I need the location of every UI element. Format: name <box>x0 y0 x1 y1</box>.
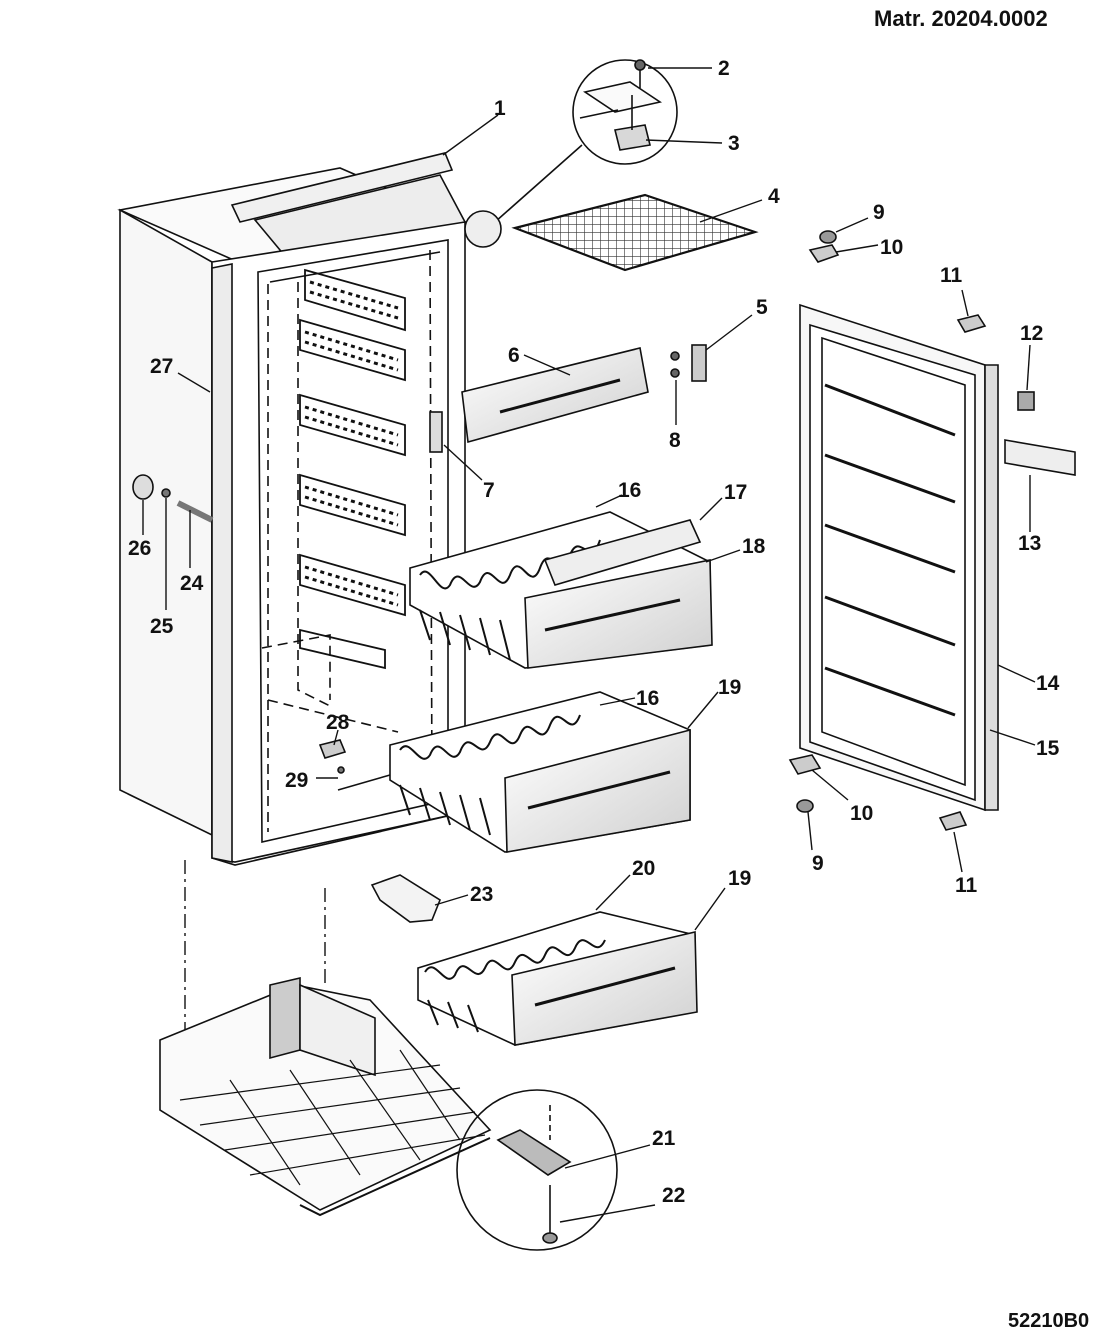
callout-10-bottom: 10 <box>850 802 874 825</box>
callout-9-top: 9 <box>873 201 885 224</box>
callout-11-bottom: 11 <box>955 874 978 897</box>
callout-16-upper: 16 <box>618 479 642 502</box>
callout-29: 29 <box>285 769 309 792</box>
callout-14: 14 <box>1036 672 1060 695</box>
callout-6: 6 <box>508 344 520 367</box>
ice-scraper <box>370 874 441 923</box>
callout-12: 12 <box>1020 322 1044 345</box>
callout-leaders <box>142 67 1036 1223</box>
callout-10-top: 10 <box>880 236 904 259</box>
callout-19-lower: 19 <box>728 867 752 890</box>
callout-24: 24 <box>180 572 204 595</box>
freezer-flap <box>461 347 649 444</box>
callout-9-bottom: 9 <box>812 852 824 875</box>
callout-26: 26 <box>128 537 152 560</box>
callout-8: 8 <box>669 429 681 452</box>
callout-28: 28 <box>326 711 350 734</box>
callout-15: 15 <box>1036 737 1060 760</box>
callout-5: 5 <box>756 296 768 319</box>
bottom-small-parts <box>318 739 347 774</box>
callout-7: 7 <box>483 479 495 502</box>
wire-shelf <box>511 193 759 272</box>
upper-basket <box>409 511 713 669</box>
callout-27: 27 <box>150 355 174 378</box>
foot-detail-circle <box>456 1089 618 1251</box>
callout-11-top: 11 <box>940 264 963 287</box>
callout-17: 17 <box>724 481 748 504</box>
callout-23: 23 <box>470 883 494 906</box>
callout-19-middle: 19 <box>718 676 742 699</box>
callout-4: 4 <box>768 185 780 208</box>
drawing-code: 52210B0 <box>1008 1310 1090 1332</box>
callout-13: 13 <box>1018 532 1042 555</box>
lower-basket <box>417 911 698 1046</box>
base-plinth <box>159 976 492 1217</box>
latch-parts <box>429 344 707 453</box>
model-code: Matr. 20204.0002 <box>874 6 1048 31</box>
callout-18: 18 <box>742 535 766 558</box>
callout-20: 20 <box>632 857 656 880</box>
callout-22: 22 <box>662 1184 686 1207</box>
door-assembly <box>799 303 999 812</box>
callout-16-middle: 16 <box>636 687 660 710</box>
callout-3: 3 <box>728 132 740 155</box>
callout-1: 1 <box>494 97 506 120</box>
assembly-guide-lines <box>184 860 326 1055</box>
thermostat-knob-parts <box>132 474 214 523</box>
callout-25: 25 <box>150 615 174 638</box>
door-hinges <box>788 230 1076 831</box>
hinge-detail-circle <box>464 59 678 248</box>
callout-21: 21 <box>652 1127 676 1150</box>
middle-basket <box>337 691 691 853</box>
callout-2: 2 <box>718 57 730 80</box>
